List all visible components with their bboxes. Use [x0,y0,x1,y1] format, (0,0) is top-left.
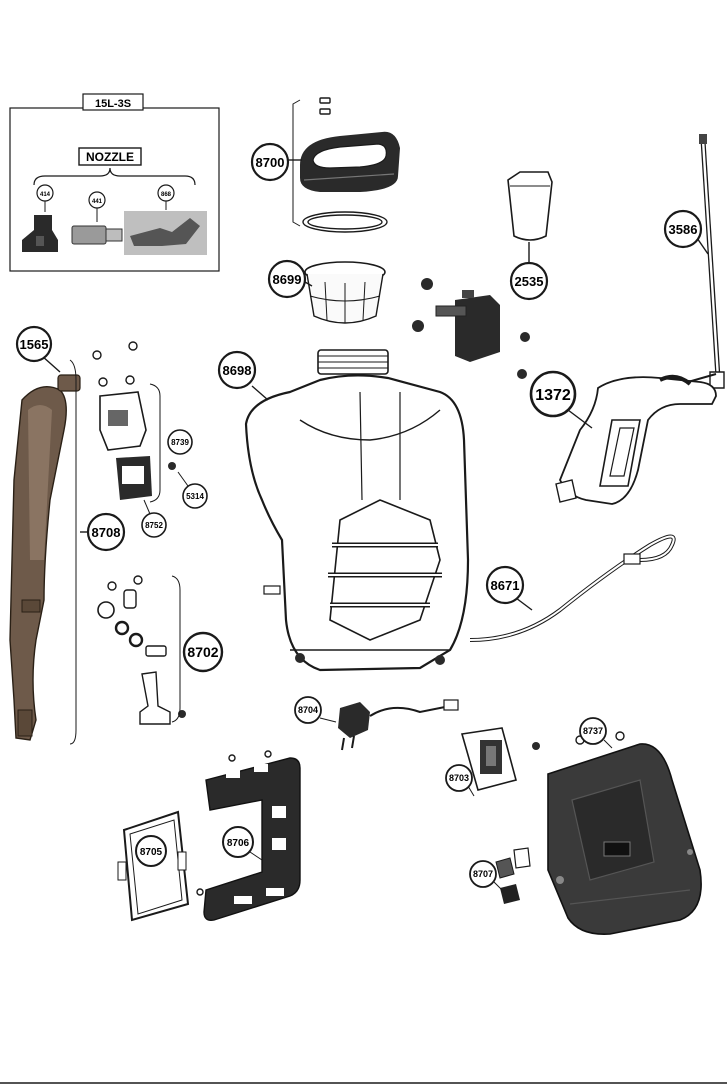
callout-5314-label: 5314 [186,492,204,501]
switch [496,848,530,904]
nozzle-part-868-label: 868 [161,192,172,198]
callout-8705: 8705 [136,836,166,866]
callout-8702: 8702 [184,633,222,671]
measuring-cup [508,172,552,240]
callout-8752-label: 8752 [145,521,163,530]
callout-8700-label: 8700 [256,155,285,170]
callout-8703-label: 8703 [449,773,469,783]
callout-8702-label: 8702 [187,644,218,660]
callout-8699-label: 8699 [273,272,302,287]
callout-8739: 8739 [168,430,192,454]
kit-box: 15L-3S NOZZLE 414 441 868 [10,94,219,271]
callout-5314: 5314 [178,472,207,508]
charger [338,700,458,750]
filter-basket [305,262,385,323]
nozzle-part-441-label: 441 [92,199,103,205]
nozzle-part-441: 441 [72,192,122,244]
callout-8704: 8704 [295,697,336,723]
callout-8739-label: 8739 [171,438,189,447]
callout-8703: 8703 [446,765,474,796]
nozzle-part-414-label: 414 [40,192,51,198]
battery [462,728,540,790]
callout-8706-label: 8706 [227,838,250,849]
callout-8671-label: 8671 [491,578,520,593]
callout-8700: 8700 [252,144,302,180]
nozzle-part-414: 414 [22,185,58,252]
callout-1372: 1372 [531,372,592,428]
callout-1565: 1565 [17,327,60,372]
trigger-gun [556,374,716,504]
callout-3586-label: 3586 [669,222,698,237]
pump-bracket [412,278,530,379]
callout-3586: 3586 [665,211,708,254]
battery-housing [548,732,701,934]
callout-8707-label: 8707 [473,869,493,879]
callout-8705-label: 8705 [140,847,163,858]
callout-8704-label: 8704 [298,705,318,715]
callout-8737: 8737 [580,718,612,748]
callout-8752: 8752 [142,500,166,537]
kit-box-title: 15L-3S [95,98,131,110]
spray-lance [699,134,724,388]
callout-8708: 8708 [80,514,124,550]
strap-hardware [93,342,176,502]
tank [246,350,468,670]
nozzle-part-868: 868 [124,185,207,255]
callout-8698: 8698 [219,352,268,400]
callout-8699: 8699 [269,261,312,297]
callout-2535-label: 2535 [515,274,544,289]
callout-2535: 2535 [511,242,547,299]
shoulder-strap [10,360,80,744]
callout-8737-label: 8737 [583,726,603,736]
callout-1565-label: 1565 [20,337,49,352]
pump-parts [98,576,186,724]
callout-1372-label: 1372 [535,387,571,404]
callout-8698-label: 8698 [223,363,252,378]
callout-8671: 8671 [487,567,532,610]
callout-8708-label: 8708 [92,525,121,540]
callout-8706: 8706 [223,827,262,860]
lid-assembly [293,98,400,232]
nozzle-label: NOZZLE [86,150,134,164]
